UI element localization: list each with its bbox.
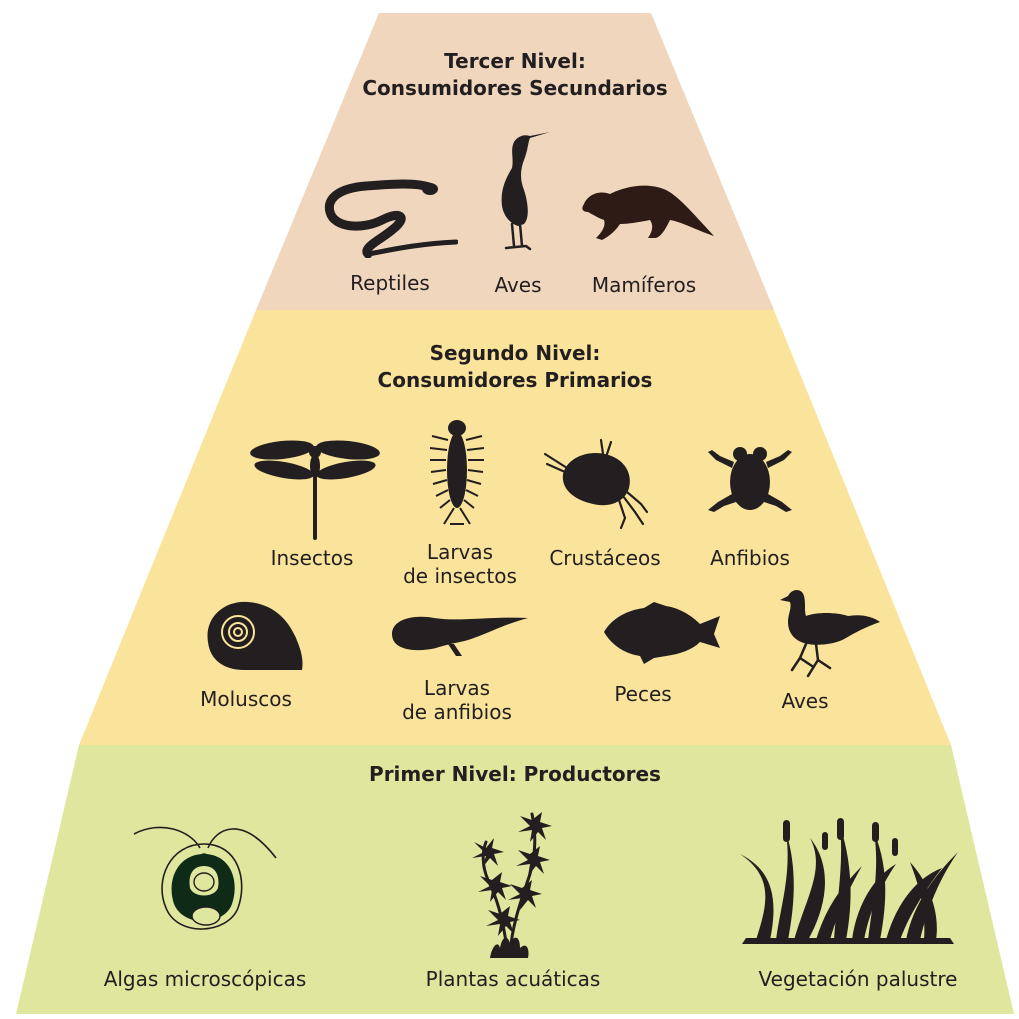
aquatic-plant-icon [470, 808, 552, 960]
tier3-label-mamiferos: Mamíferos [574, 273, 714, 297]
tier2-label-larvas-anfibios-line1: Larvas [392, 676, 522, 700]
heron-icon [494, 128, 554, 252]
tier2-title: Segundo Nivel: Consumidores Primarios [300, 340, 730, 394]
fish-icon [602, 600, 722, 666]
tier2-title-line2: Consumidores Primarios [300, 367, 730, 394]
crustacean-icon [543, 438, 649, 530]
tier2-label-moluscos: Moluscos [186, 687, 306, 711]
tier3-title-line2: Consumidores Secundarios [300, 75, 730, 102]
tier2-label-larvas-anfibios-line2: de anfibios [392, 700, 522, 724]
otter-icon [578, 180, 716, 244]
tier2-label-insectos: Insectos [252, 546, 372, 570]
tier2-label-larvas-anfibios: Larvas de anfibios [392, 676, 522, 724]
microalga-icon [130, 810, 280, 942]
tier1-label-vegetacion: Vegetación palustre [740, 967, 976, 991]
tier1-label-algas: Algas microscópicas [85, 967, 325, 991]
tadpole-icon [390, 612, 530, 660]
waterbird-icon [776, 586, 882, 680]
frog-icon [704, 440, 796, 516]
tier2-label-peces: Peces [593, 682, 693, 706]
tier3-title: Tercer Nivel: Consumidores Secundarios [300, 48, 730, 102]
tier2-label-larvas-insectos-line1: Larvas [395, 540, 525, 564]
tier2-label-crustaceos: Crustáceos [535, 546, 675, 570]
snail-shell-icon [204, 600, 304, 672]
snake-icon [322, 178, 458, 258]
insect-larva-icon [428, 418, 486, 528]
whorl [472, 838, 504, 868]
tier2-label-aves: Aves [755, 689, 855, 713]
tier2-label-larvas-insectos-line2: de insectos [395, 564, 525, 588]
tier1-label-plantas: Plantas acuáticas [413, 967, 613, 991]
tier2-label-anfibios: Anfibios [690, 546, 810, 570]
dragonfly-icon [250, 436, 380, 544]
tier1-title: Primer Nivel: Productores [300, 761, 730, 788]
tier3-title-line1: Tercer Nivel: [300, 48, 730, 75]
tier2-title-line1: Segundo Nivel: [300, 340, 730, 367]
tier3-label-aves: Aves [468, 273, 568, 297]
marsh-vegetation-icon [736, 818, 960, 946]
tier2-label-larvas-insectos: Larvas de insectos [395, 540, 525, 588]
tier3-label-reptiles: Reptiles [330, 271, 450, 295]
